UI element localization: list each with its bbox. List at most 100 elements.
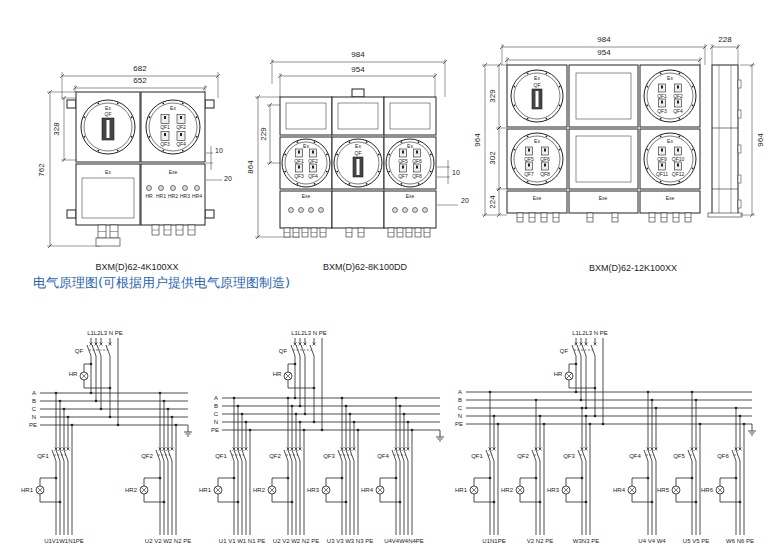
- feeder-conductor: [242, 414, 243, 535]
- junction-dot: [237, 501, 240, 504]
- junction-dot: [489, 477, 492, 480]
- breaker-toggle: [677, 164, 679, 167]
- flange-bolt: [131, 116, 133, 118]
- part-mark: Ex: [303, 144, 309, 149]
- lamp-label: HR1: [156, 194, 166, 199]
- lamp-label: HR3: [307, 487, 319, 493]
- lamp-cross: [215, 487, 221, 493]
- flange-bolt: [513, 86, 515, 88]
- dimension-line: [752, 65, 753, 215]
- cable-gland: [673, 213, 679, 222]
- enclosure-box: [569, 191, 638, 213]
- lamp-wire: [40, 494, 41, 502]
- cable-gland: [98, 225, 106, 238]
- flange-bolt: [559, 149, 561, 151]
- feeder-conductor: [582, 408, 583, 535]
- breaker-label: QF2: [176, 125, 186, 130]
- flange-bolt: [84, 136, 86, 138]
- lamp-label: HR: [145, 194, 152, 199]
- indicator-light: [393, 208, 398, 213]
- junction-dot: [735, 477, 738, 480]
- indicator-light: [309, 208, 314, 213]
- breaker-mark: [539, 448, 542, 451]
- mounting-ear: [67, 100, 76, 108]
- flange-bolt: [430, 153, 432, 155]
- flange-inner: [647, 136, 693, 182]
- extension-line: [267, 163, 281, 164]
- flange-bolt: [418, 141, 420, 143]
- lamp-wire: [676, 478, 692, 479]
- flange-cover: [334, 139, 382, 187]
- indicator-light: [147, 186, 152, 191]
- extension-line: [496, 128, 507, 129]
- breaker-toggle: [298, 166, 300, 169]
- breaker-icon: [414, 164, 421, 172]
- cable-gland: [415, 228, 421, 237]
- breaker-contact: [97, 345, 101, 356]
- junction-dot: [90, 363, 93, 366]
- extension-line: [437, 205, 458, 206]
- lamp-cross: [717, 487, 723, 493]
- flange-bolt: [284, 153, 286, 155]
- dimension: 10: [215, 147, 223, 154]
- breaker-icon: [659, 162, 666, 170]
- bus-label: B: [214, 403, 218, 409]
- lamp-wire: [288, 364, 289, 372]
- breaker-toggle: [677, 86, 679, 89]
- flange-cover: [511, 70, 563, 122]
- part-mark: Ex: [667, 139, 673, 144]
- junction-dot: [403, 413, 406, 416]
- dimension: 302: [489, 151, 497, 164]
- lamp-wire: [720, 478, 736, 479]
- lamp-cross: [673, 487, 679, 493]
- breaker-mark: [594, 343, 597, 346]
- lamp-wire: [288, 380, 289, 388]
- part-mark: Ex: [534, 139, 540, 144]
- lamp-symbol: [140, 486, 148, 494]
- breaker-icon: [526, 162, 533, 170]
- breaker-toggle: [312, 151, 314, 154]
- extension-line: [740, 65, 755, 66]
- breaker-icon: [296, 164, 303, 172]
- lamp-label: HR4: [613, 487, 625, 493]
- breaker-mark: [739, 448, 742, 451]
- junction-dot: [602, 423, 605, 426]
- breaker-link: [232, 455, 244, 456]
- lamp-wire: [272, 494, 273, 502]
- breaker-mark: [109, 343, 112, 346]
- breaker-contact: [160, 450, 164, 461]
- lamp-label: HR3: [547, 487, 559, 493]
- ground-symbol: [750, 433, 755, 434]
- bus-label: PE: [29, 422, 37, 428]
- junction-dot: [585, 415, 588, 418]
- feeder-conductor: [358, 430, 359, 535]
- bus-label: PE: [211, 427, 219, 433]
- junction-dot: [303, 429, 306, 432]
- breaker-contact: [60, 450, 64, 461]
- junction-dot: [245, 421, 248, 424]
- bus-label: A: [458, 389, 462, 395]
- dimension-line: [485, 65, 486, 215]
- lamp-symbol: [284, 372, 292, 380]
- breaker-link: [54, 455, 66, 456]
- flange-bolt: [678, 135, 680, 137]
- breaker-contact: [350, 450, 354, 461]
- junction-dot: [291, 501, 294, 504]
- feeder-conductor: [304, 430, 305, 535]
- breaker-mark: [299, 448, 302, 451]
- dimension-line: [64, 98, 65, 160]
- junction-dot: [59, 501, 62, 504]
- breaker-toggle: [164, 133, 166, 136]
- cable-label: U1 V1 W1 N1 PE: [219, 538, 265, 544]
- flange-cover: [644, 70, 696, 122]
- breaker-label: QF8: [540, 172, 550, 177]
- junction-dot: [345, 501, 348, 504]
- dimension-line: [50, 92, 51, 246]
- gland-ring: [358, 232, 364, 233]
- breaker-toggle: [164, 116, 166, 119]
- feeder-conductor: [56, 393, 57, 535]
- junction-dot: [497, 423, 500, 426]
- junction-dot: [739, 415, 742, 418]
- flange-bolt: [162, 150, 164, 152]
